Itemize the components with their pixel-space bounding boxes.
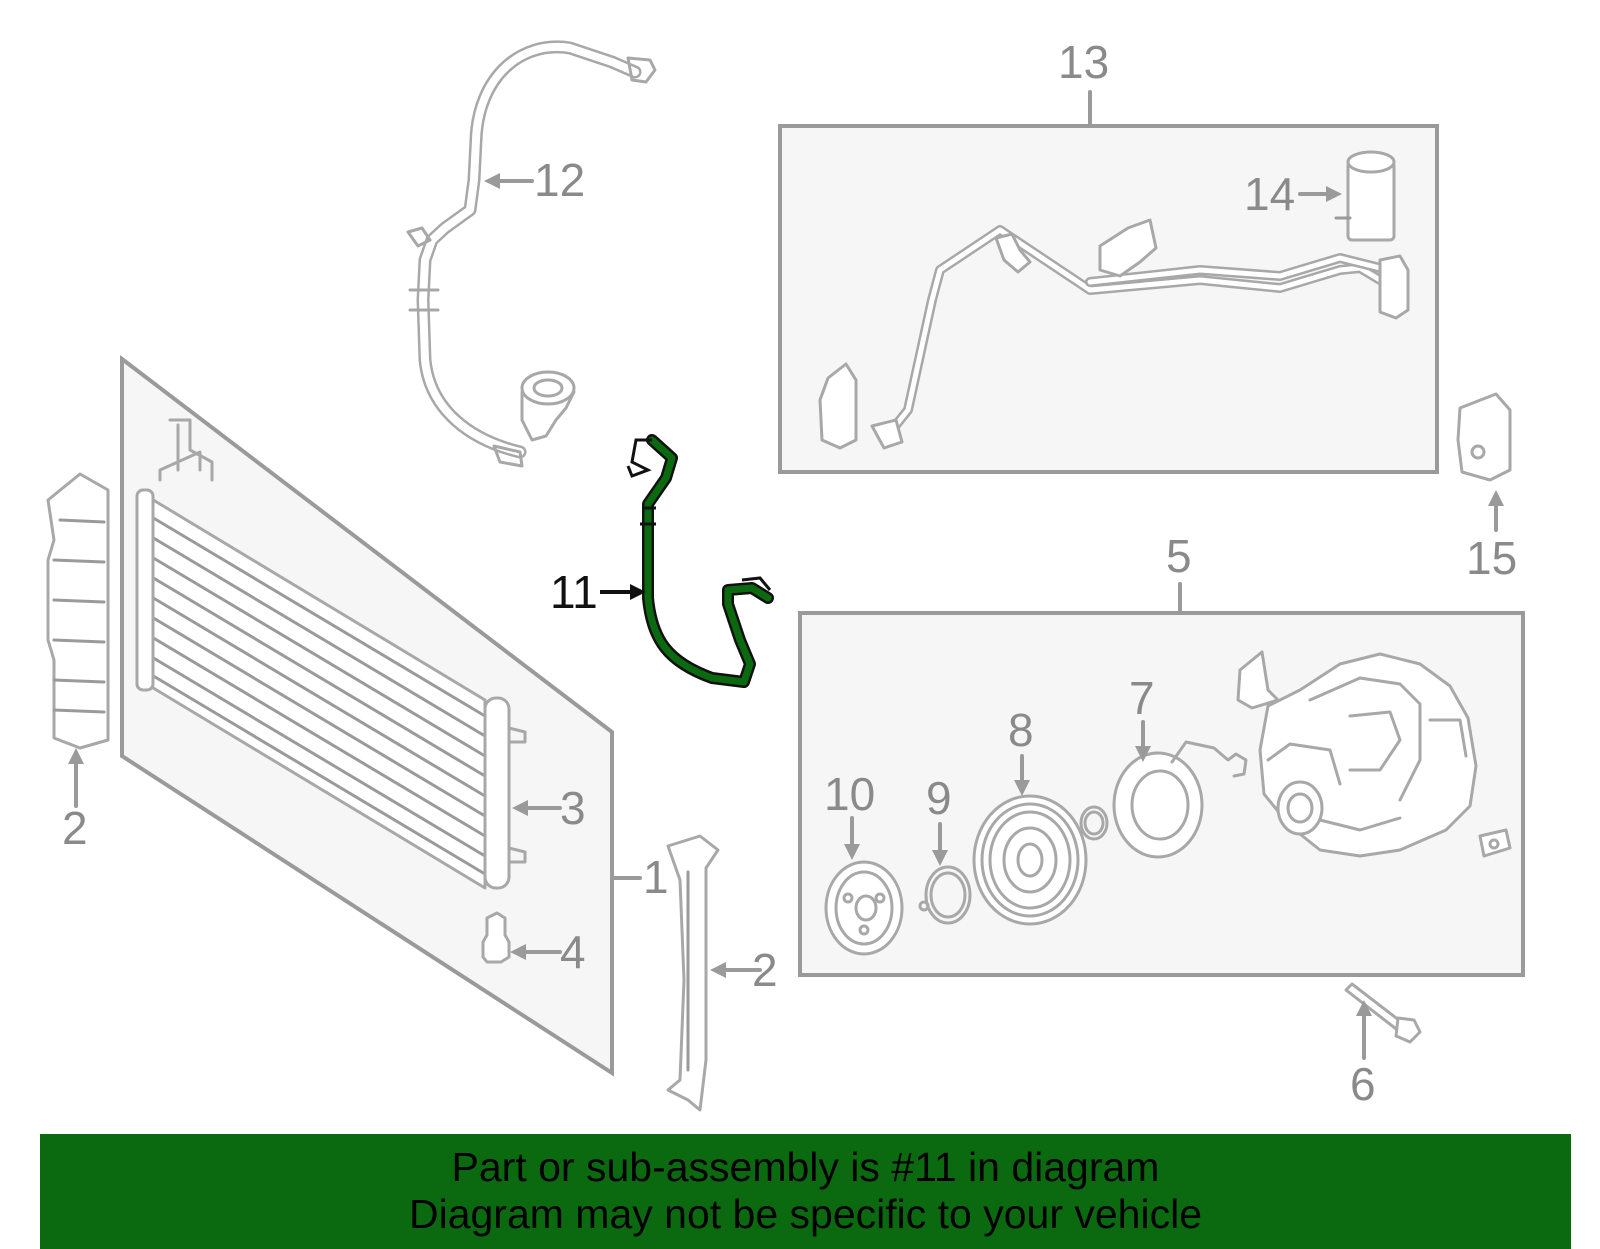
banner-line-disclaimer: Diagram may not be specific to your vehi…	[408, 1191, 1202, 1237]
callout-12: 12	[534, 154, 585, 206]
callout-2-right: 2	[752, 944, 778, 996]
callout-7: 7	[1129, 672, 1155, 724]
expansion-valve-bracket[interactable]	[1456, 392, 1512, 482]
receiver-drier[interactable]	[483, 696, 527, 890]
callout-15: 15	[1466, 532, 1517, 584]
callout-9: 9	[926, 772, 952, 824]
callout-11: 11	[550, 566, 598, 618]
callout-13: 13	[1058, 36, 1109, 88]
pulley[interactable]	[972, 794, 1088, 926]
callout-8: 8	[1008, 704, 1034, 756]
callout-1: 1	[643, 851, 669, 903]
liquid-line-box[interactable]	[778, 124, 1439, 474]
compressor[interactable]	[1236, 650, 1512, 858]
callout-6: 6	[1350, 1058, 1376, 1110]
callout-5: 5	[1166, 530, 1192, 582]
callout-10: 10	[824, 768, 875, 820]
field-coil[interactable]	[1112, 740, 1248, 859]
air-guard-right[interactable]	[666, 834, 720, 1112]
expansion-valve[interactable]	[1334, 150, 1396, 242]
info-banner: Part or sub-assembly is #11 in diagram D…	[40, 1134, 1571, 1249]
air-guard-left[interactable]	[46, 472, 110, 750]
snap-ring[interactable]	[918, 865, 972, 925]
callout-14: 14	[1244, 168, 1295, 220]
banner-line-part: Part or sub-assembly is #11 in diagram	[451, 1144, 1160, 1190]
compressor-bolt[interactable]	[1344, 982, 1422, 1044]
shim-ring[interactable]	[1079, 805, 1109, 841]
callout-4: 4	[560, 926, 586, 978]
callout-3: 3	[560, 782, 586, 834]
drier-cap[interactable]	[481, 911, 511, 964]
suction-hose-highlighted[interactable]	[626, 434, 774, 688]
discharge-hose[interactable]	[406, 40, 657, 468]
callout-2-left: 2	[62, 802, 88, 854]
clutch-hub[interactable]	[824, 860, 904, 956]
condenser-assembly[interactable]	[120, 354, 614, 1077]
